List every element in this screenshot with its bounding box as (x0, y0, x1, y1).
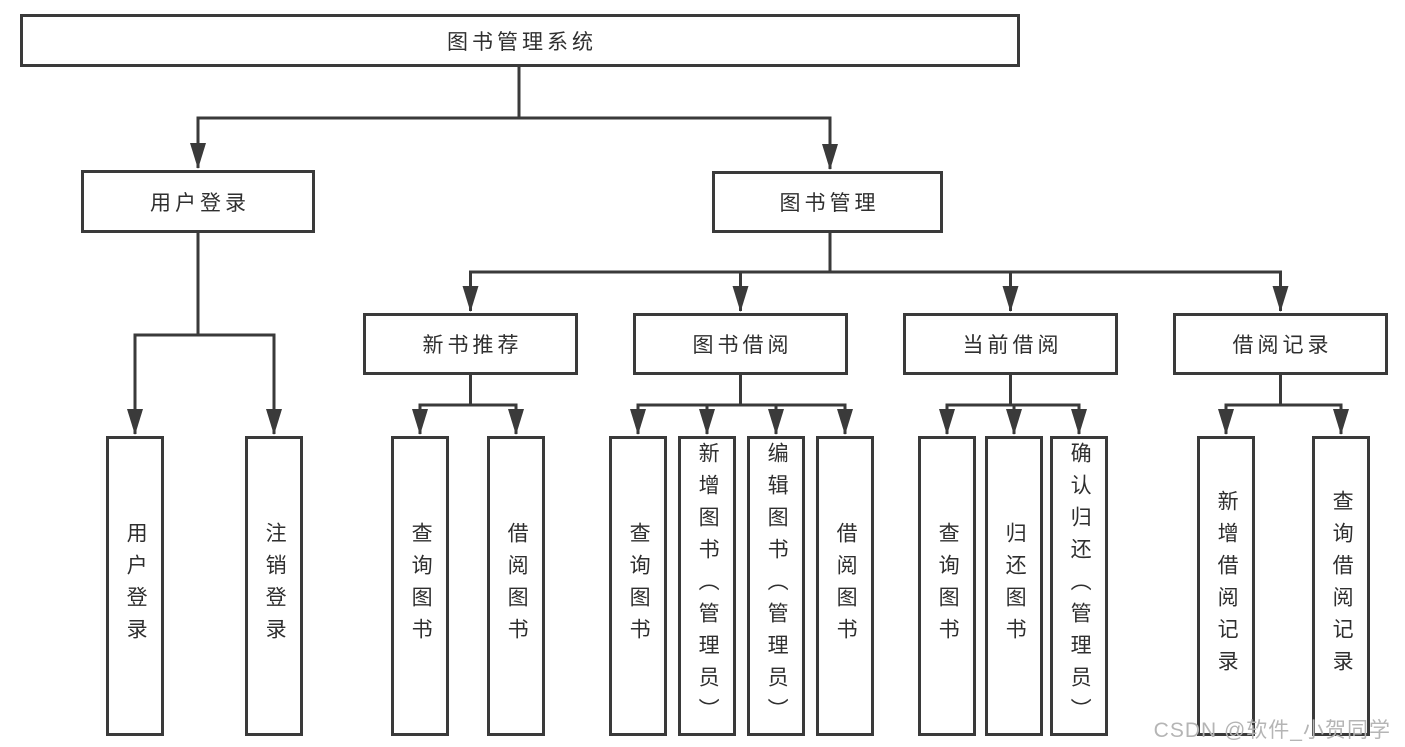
leaf-cb-query-books-label: 查询图书 (936, 522, 960, 650)
leaf-cb-query-books: 查询图书 (918, 436, 976, 736)
leaf-bb-query-books-label: 查询图书 (627, 522, 651, 650)
leaf-bb-query-books: 查询图书 (609, 436, 667, 736)
leaf-bb-add-books-admin-label: 新增图书（管理员） (696, 442, 720, 730)
leaf-cb-confirm-return-admin: 确认归还（管理员） (1050, 436, 1108, 736)
node-borrow-records-label: 借阅记录 (1232, 334, 1333, 357)
leaf-user-login-label: 用户登录 (124, 522, 148, 650)
leaf-nbr-borrow-books: 借阅图书 (487, 436, 545, 736)
leaf-bb-edit-books-admin: 编辑图书（管理员） (747, 436, 805, 736)
connector-user-login-children (127, 233, 282, 435)
leaf-cb-confirm-return-admin-label: 确认归还（管理员） (1068, 442, 1092, 730)
node-book-borrow: 图书借阅 (633, 313, 848, 375)
leaf-nbr-borrow-books-label: 借阅图书 (505, 522, 529, 650)
connector-current-borrow-children (939, 375, 1087, 435)
csdn-watermark: CSDN @软件_小贺同学 (1153, 719, 1391, 742)
leaf-logout: 注销登录 (245, 436, 303, 736)
leaf-bb-edit-books-admin-label: 编辑图书（管理员） (765, 442, 789, 730)
leaf-br-query-record: 查询借阅记录 (1312, 436, 1370, 736)
node-borrow-records: 借阅记录 (1173, 313, 1388, 375)
node-new-book-rec: 新书推荐 (363, 313, 578, 375)
leaf-bb-borrow-books-label: 借阅图书 (834, 522, 858, 650)
leaf-bb-borrow-books: 借阅图书 (816, 436, 874, 736)
connector-borrow-records-children (1218, 375, 1349, 435)
node-root-system-label: 图书管理系统 (447, 30, 597, 54)
node-book-mgmt: 图书管理 (712, 171, 943, 233)
leaf-nbr-query-books: 查询图书 (391, 436, 449, 736)
node-book-mgmt-label: 图书管理 (779, 192, 880, 215)
leaf-user-login: 用户登录 (106, 436, 164, 736)
node-current-borrow-label: 当前借阅 (962, 334, 1063, 357)
node-current-borrow: 当前借阅 (903, 313, 1118, 375)
leaf-nbr-query-books-label: 查询图书 (409, 522, 433, 650)
leaf-br-query-record-label: 查询借阅记录 (1330, 490, 1354, 682)
connector-new-book-rec-children (412, 375, 524, 435)
connector-root-to-level2 (190, 67, 838, 170)
leaf-bb-add-books-admin: 新增图书（管理员） (678, 436, 736, 736)
connector-book-borrow-children (630, 375, 853, 435)
node-user-login: 用户登录 (81, 170, 315, 233)
connector-book-mgmt-children (462, 233, 1289, 312)
node-new-book-rec-label: 新书推荐 (422, 334, 523, 357)
node-root-system: 图书管理系统 (20, 14, 1020, 67)
node-book-borrow-label: 图书借阅 (692, 334, 793, 357)
leaf-br-add-record-label: 新增借阅记录 (1215, 490, 1239, 682)
leaf-br-add-record: 新增借阅记录 (1197, 436, 1255, 736)
leaf-cb-return-books-label: 归还图书 (1003, 522, 1027, 650)
leaf-logout-label: 注销登录 (263, 522, 287, 650)
leaf-cb-return-books: 归还图书 (985, 436, 1043, 736)
node-user-login-label: 用户登录 (150, 191, 250, 215)
